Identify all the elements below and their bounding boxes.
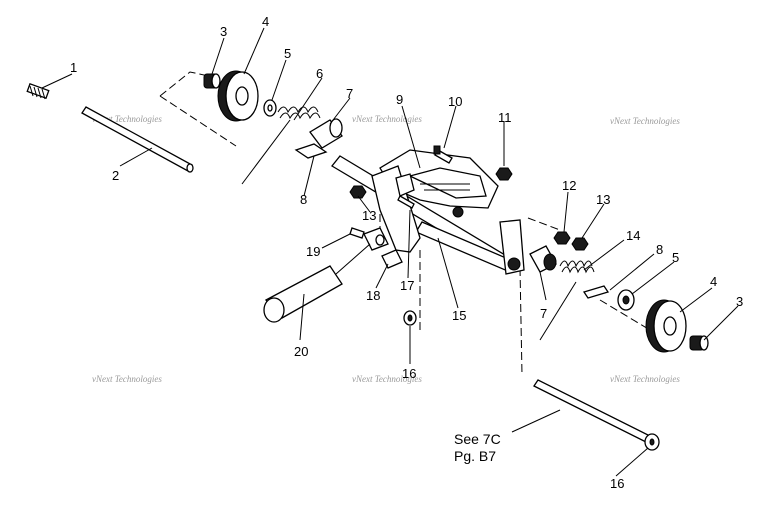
alignment-lines <box>159 71 651 376</box>
bushing-part-3-upper <box>203 73 221 89</box>
callout-6: 6 <box>316 66 323 81</box>
washer-part-5-upper <box>263 99 277 117</box>
screw-part-10 <box>433 145 453 164</box>
bracket-part-9 <box>379 149 499 218</box>
callout-4-upper: 4 <box>262 14 269 29</box>
washer-part-16b <box>644 433 660 451</box>
nut-part-11 <box>495 167 513 181</box>
bolt-part-1 <box>26 82 50 100</box>
callout-12: 12 <box>562 178 576 193</box>
callout-4-lower: 4 <box>710 274 717 289</box>
callout-3-upper: 3 <box>220 24 227 39</box>
nut-part-12 <box>553 231 571 245</box>
callout-labels: 1 2 3 4 5 6 7 8 9 10 11 12 13 13 14 8 5 … <box>70 14 743 491</box>
callout-17: 17 <box>400 278 414 293</box>
wheel-part-4-upper <box>217 70 259 122</box>
bushing-part-18 <box>381 249 403 269</box>
nut-part-13a <box>349 185 367 199</box>
reference-note: See 7C Pg. B7 <box>454 431 501 464</box>
pin-part-19 <box>349 227 365 239</box>
bushing-part-7-upper <box>309 118 343 149</box>
leader-lines <box>41 27 739 477</box>
callout-3-lower: 3 <box>736 294 743 309</box>
watermark-6: vNext Technologies <box>610 374 680 384</box>
callout-7-lower: 7 <box>540 306 547 321</box>
watermark-5: vNext Technologies <box>352 374 422 384</box>
spring-part-14 <box>539 260 595 341</box>
watermark-1: vNext Technologies <box>92 114 162 124</box>
callout-16-middle: 16 <box>402 366 416 381</box>
callout-2: 2 <box>112 168 119 183</box>
pin-part-17 <box>397 195 415 209</box>
nut-part-13b <box>571 237 589 251</box>
reference-line-1: See 7C <box>454 431 501 447</box>
callout-20: 20 <box>294 344 308 359</box>
rod-part-2 <box>81 106 194 173</box>
clip-part-8-upper <box>294 143 328 159</box>
callout-18: 18 <box>366 288 380 303</box>
watermark-3: vNext Technologies <box>610 116 680 126</box>
spring-part-6 <box>241 106 321 185</box>
callout-8-upper: 8 <box>300 192 307 207</box>
callout-7-upper: 7 <box>346 86 353 101</box>
callout-15: 15 <box>452 308 466 323</box>
bushing-part-7-lower <box>529 245 557 273</box>
watermark-2: vNext Technologies <box>352 114 422 124</box>
washer-part-5-lower <box>617 289 635 311</box>
arm-assembly <box>371 165 421 253</box>
callout-19: 19 <box>306 244 320 259</box>
washer-part-16a <box>403 310 417 326</box>
callout-13-left: 13 <box>362 208 376 223</box>
lower-rod <box>533 379 651 443</box>
callout-8-lower: 8 <box>656 242 663 257</box>
watermark-4: vNext Technologies <box>92 374 162 384</box>
wheel-part-4-lower <box>645 299 687 353</box>
watermarks: vNext Technologies vNext Technologies vN… <box>92 114 680 384</box>
callout-14: 14 <box>626 228 640 243</box>
clip-part-8-lower <box>582 285 610 299</box>
reference-line-2: Pg. B7 <box>454 448 496 464</box>
bushing-part-3-lower <box>689 335 709 351</box>
plate-part-15 <box>499 219 525 275</box>
callout-10: 10 <box>448 94 462 109</box>
callout-11: 11 <box>498 110 512 125</box>
callout-1: 1 <box>70 60 77 75</box>
cylinder-part-20 <box>263 243 371 323</box>
callout-13-right: 13 <box>596 192 610 207</box>
callout-9: 9 <box>396 92 403 107</box>
callout-16-lower: 16 <box>610 476 624 491</box>
callout-5-upper: 5 <box>284 46 291 61</box>
callout-5-lower: 5 <box>672 250 679 265</box>
